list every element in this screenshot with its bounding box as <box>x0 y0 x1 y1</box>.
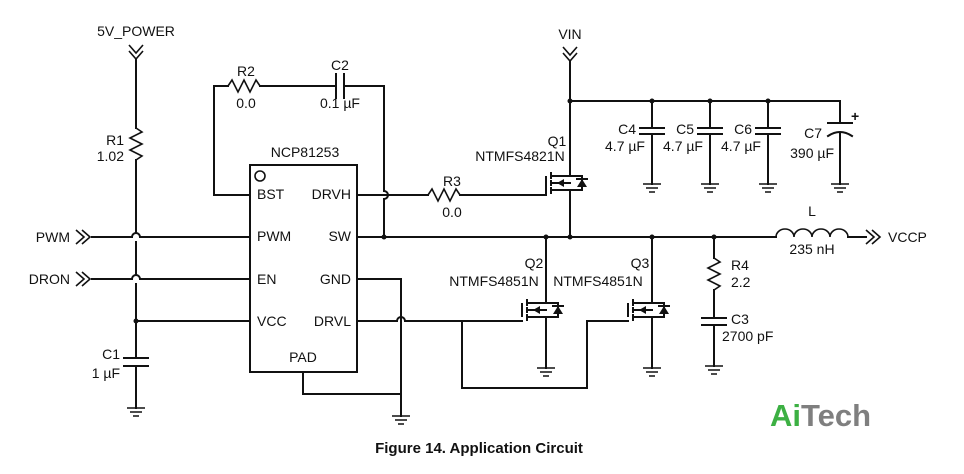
c6-ref: C6 <box>734 121 752 137</box>
pin-drvh-label: DRVH <box>312 186 351 202</box>
c2-ref: C2 <box>331 57 349 73</box>
r2-resistor-symbol <box>227 78 261 94</box>
ic-part-label: NCP81253 <box>271 144 340 160</box>
ic-body <box>249 164 358 373</box>
wire-r3-q1-gate <box>459 182 547 196</box>
c5-value: 4.7 µF <box>663 138 703 154</box>
r4-resistor-symbol <box>706 257 722 291</box>
net-vccp-arrow-icon <box>865 229 881 245</box>
c3-capacitor-symbol <box>701 317 727 326</box>
wire-caps-gnd <box>651 133 769 177</box>
q3-part: NTMFS4851N <box>553 273 642 289</box>
c1-capacitor-symbol <box>123 357 149 367</box>
q2-mosfet-symbol <box>521 293 564 327</box>
r4-ref: R4 <box>731 257 749 273</box>
c5-ref: C5 <box>676 121 694 137</box>
junction-dots <box>133 98 771 324</box>
watermark-ai: Ai <box>770 398 801 433</box>
r3-value: 0.0 <box>442 204 462 220</box>
q1-ref: Q1 <box>548 133 567 149</box>
pin-en-label: EN <box>257 271 276 287</box>
ic-ground-icon <box>391 407 411 425</box>
r2-value: 0.0 <box>236 95 256 111</box>
c3-ref: C3 <box>731 311 749 327</box>
c4-value: 4.7 µF <box>605 138 645 154</box>
r3-ref: R3 <box>443 173 461 189</box>
q2-part: NTMFS4851N <box>449 273 538 289</box>
wire-crossover <box>131 232 141 242</box>
wire-vin-caps <box>651 100 769 129</box>
c7-ground-icon <box>830 175 850 193</box>
wire-vin-bus <box>569 100 841 124</box>
wire-bst <box>213 85 251 196</box>
pin-sw-label: SW <box>328 228 351 244</box>
q3-mosfet-symbol <box>627 293 670 327</box>
net-dron-arrow-icon <box>75 271 91 287</box>
c3-ground-icon <box>704 357 724 375</box>
c4-ground-icon <box>642 175 662 193</box>
q1-part: NTMFS4821N <box>475 148 564 164</box>
r2-ref: R2 <box>237 63 255 79</box>
net-pwm-label: PWM <box>36 229 70 245</box>
figure-caption: Figure 14. Application Circuit <box>375 440 583 457</box>
q2-ref: Q2 <box>525 255 544 271</box>
c5-ground-icon <box>700 175 720 193</box>
watermark-logo: AiTech <box>770 398 871 433</box>
q2-ground-icon <box>536 359 556 377</box>
wire-c2-sw <box>343 85 385 238</box>
c1-value: 1 µF <box>92 365 120 381</box>
c6-ground-icon <box>758 175 778 193</box>
net-dron-label: DRON <box>29 271 70 287</box>
c4-ref: C4 <box>618 121 636 137</box>
pin-gnd-label: GND <box>320 271 351 287</box>
q3-ref: Q3 <box>631 255 650 271</box>
q1-mosfet-symbol <box>545 166 588 200</box>
q3-ground-icon <box>642 359 662 377</box>
c7-ref: C7 <box>804 125 822 141</box>
wire-crossover <box>131 274 141 284</box>
net-vin-label: VIN <box>558 26 581 42</box>
c3-value: 2700 pF <box>722 328 773 344</box>
wire-drvl-q3-gate <box>461 320 629 389</box>
inductor-symbol <box>775 228 849 238</box>
r1-value: 1.02 <box>97 148 124 164</box>
net-vin-arrow-icon <box>562 46 578 62</box>
c6-value: 4.7 µF <box>721 138 761 154</box>
wire-ic-gnd <box>356 278 402 409</box>
c7-value: 390 µF <box>790 145 834 161</box>
inductor-ref: L <box>808 203 816 219</box>
r3-resistor-symbol <box>427 187 461 203</box>
net-5v-power-label: 5V_POWER <box>97 23 175 39</box>
r1-ref: R1 <box>106 132 124 148</box>
net-pwm-arrow-icon <box>75 229 91 245</box>
r1-resistor-symbol <box>128 127 144 161</box>
c7-polarity: + <box>851 108 859 124</box>
net-5v-power-arrow-icon <box>128 44 144 60</box>
pin-bst-label: BST <box>257 186 285 202</box>
pin-vcc-label: VCC <box>257 313 287 329</box>
pin1-marker <box>254 170 266 182</box>
inductor-value: 235 nH <box>789 241 834 257</box>
pin-pwm-label: PWM <box>257 228 291 244</box>
net-vccp-label: VCCP <box>888 229 927 245</box>
pin-drvl-label: DRVL <box>314 313 351 329</box>
pin-pad-label: PAD <box>289 349 317 365</box>
watermark-tech: Tech <box>801 398 871 433</box>
wire-ic-pad <box>302 371 402 395</box>
c1-ground-icon <box>126 399 146 417</box>
c2-value: 0.1 µF <box>320 95 360 111</box>
c1-ref: C1 <box>102 346 120 362</box>
r4-value: 2.2 <box>731 274 751 290</box>
